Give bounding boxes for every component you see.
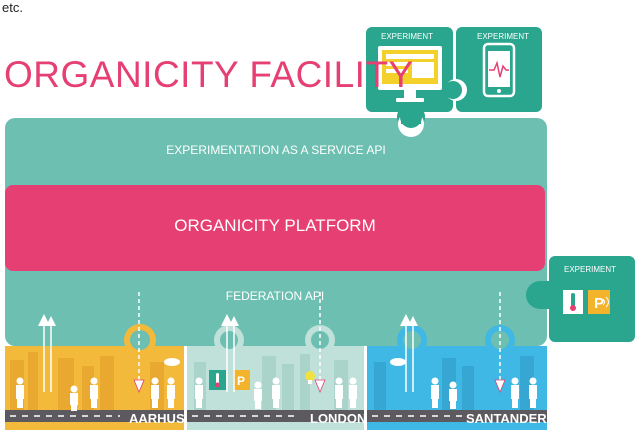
service-api-label: EXPERIMENTATION AS A SERVICE API [166, 143, 386, 157]
platform-bar [5, 185, 545, 271]
city-panel-santander [367, 325, 547, 430]
experiment-puzzle-sensors: P [526, 256, 635, 342]
city-label-london: LONDON [310, 411, 367, 426]
parking-sensor-icon: P [588, 290, 610, 314]
thermometer-icon [563, 290, 583, 314]
facility-title: ORGANICITY FACILITY [4, 54, 414, 95]
down-arrow-aarhus [133, 292, 145, 394]
up-arrow-santander [400, 314, 418, 392]
platform-label: ORGANICITY PLATFORM [174, 216, 376, 235]
experiment-label-sensors: EXPERIMENT [564, 265, 617, 274]
up-arrow-london [221, 314, 239, 392]
london-thermometer-icon [209, 370, 226, 390]
down-arrow-santander [494, 292, 506, 394]
london-people [195, 377, 357, 409]
experiment-puzzle-phone [444, 27, 542, 112]
lightbulb-icon [305, 371, 315, 384]
city-label-aarhus: AARHUS [129, 411, 185, 426]
svg-text:P: P [237, 374, 245, 388]
aarhus-people [16, 377, 175, 411]
city-panel-london: P [187, 325, 364, 430]
experiment-label-desktop: EXPERIMENT [381, 32, 434, 41]
smartphone-icon [482, 42, 516, 98]
data-flow-arrows [38, 292, 506, 394]
fragment-text: etc. [2, 0, 23, 15]
santander-people [431, 377, 537, 409]
experiment-puzzle-desktop [366, 27, 453, 137]
city-label-santander: SANTANDER [466, 411, 547, 426]
up-arrow-aarhus [38, 314, 56, 392]
svg-text:P: P [594, 295, 604, 312]
london-parking-icon: P [233, 370, 250, 390]
down-arrow-london [314, 292, 326, 394]
city-panel-aarhus [5, 324, 184, 430]
santander-skyline [374, 356, 534, 410]
federation-api-label: FEDERATION API [225, 289, 325, 303]
experiment-label-phone: EXPERIMENT [477, 32, 530, 41]
desktop-monitor-icon [378, 46, 442, 102]
